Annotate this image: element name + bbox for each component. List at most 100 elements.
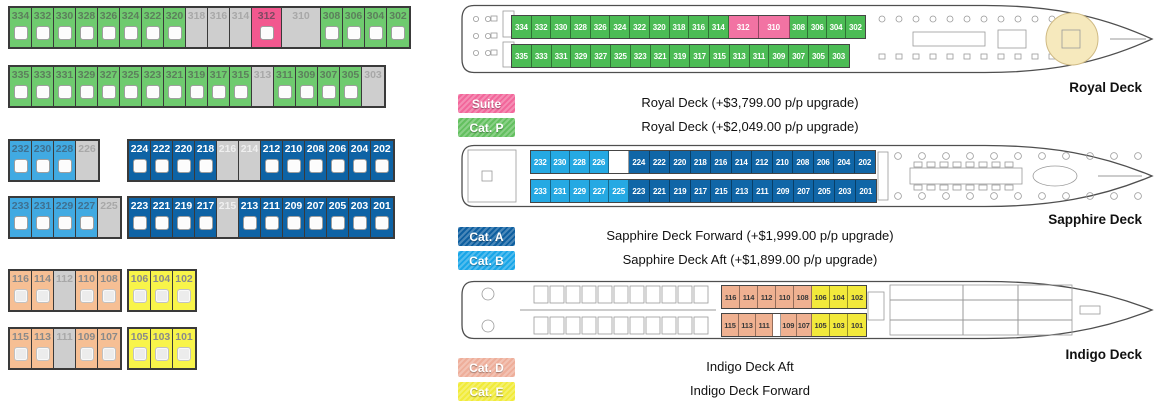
cabin-checkbox-328[interactable] — [79, 26, 94, 40]
cabin-checkbox-324[interactable] — [123, 26, 138, 40]
cabin-checkbox-219[interactable] — [176, 216, 191, 230]
cabin-cell-109[interactable]: 109 — [76, 329, 98, 368]
cabin-checkbox-227[interactable] — [79, 216, 94, 230]
cabin-cell-213[interactable]: 213 — [239, 198, 261, 237]
cabin-cell-325[interactable]: 325 — [120, 67, 142, 106]
cabin-checkbox-320[interactable] — [167, 26, 182, 40]
cabin-cell-217[interactable]: 217 — [195, 198, 217, 237]
cabin-checkbox-106[interactable] — [132, 289, 147, 303]
cabin-cell-210[interactable]: 210 — [283, 141, 305, 180]
cabin-cell-110[interactable]: 110 — [76, 271, 98, 310]
cabin-checkbox-332[interactable] — [35, 26, 50, 40]
cabin-cell-331[interactable]: 331 — [54, 67, 76, 106]
cabin-checkbox-210[interactable] — [286, 159, 301, 173]
cabin-cell-211[interactable]: 211 — [261, 198, 283, 237]
cabin-cell-209[interactable]: 209 — [283, 198, 305, 237]
cabin-cell-332[interactable]: 332 — [32, 8, 54, 47]
cabin-checkbox-305[interactable] — [343, 85, 358, 99]
cabin-checkbox-330[interactable] — [57, 26, 72, 40]
cabin-cell-113[interactable]: 113 — [32, 329, 54, 368]
cabin-cell-232[interactable]: 232 — [10, 141, 32, 180]
cabin-checkbox-205[interactable] — [330, 216, 345, 230]
cabin-checkbox-114[interactable] — [35, 289, 50, 303]
cabin-cell-203[interactable]: 203 — [349, 198, 371, 237]
cabin-checkbox-113[interactable] — [35, 347, 50, 361]
cabin-cell-220[interactable]: 220 — [173, 141, 195, 180]
cabin-cell-309[interactable]: 309 — [296, 67, 318, 106]
cabin-cell-223[interactable]: 223 — [129, 198, 151, 237]
cabin-cell-233[interactable]: 233 — [10, 198, 32, 237]
cabin-cell-319[interactable]: 319 — [186, 67, 208, 106]
cabin-checkbox-105[interactable] — [132, 347, 147, 361]
cabin-cell-227[interactable]: 227 — [76, 198, 98, 237]
cabin-cell-327[interactable]: 327 — [98, 67, 120, 106]
cabin-checkbox-232[interactable] — [13, 159, 28, 173]
cabin-checkbox-333[interactable] — [35, 85, 50, 99]
cabin-checkbox-317[interactable] — [211, 85, 226, 99]
cabin-cell-311[interactable]: 311 — [274, 67, 296, 106]
cabin-cell-306[interactable]: 306 — [343, 8, 365, 47]
cabin-checkbox-331[interactable] — [57, 85, 72, 99]
cabin-cell-114[interactable]: 114 — [32, 271, 54, 310]
cabin-cell-107[interactable]: 107 — [98, 329, 120, 368]
cabin-cell-101[interactable]: 101 — [173, 329, 195, 368]
cabin-checkbox-302[interactable] — [391, 26, 405, 40]
cabin-checkbox-107[interactable] — [102, 347, 116, 361]
cabin-cell-315[interactable]: 315 — [230, 67, 252, 106]
cabin-checkbox-321[interactable] — [167, 85, 182, 99]
cabin-checkbox-116[interactable] — [13, 289, 28, 303]
cabin-cell-228[interactable]: 228 — [54, 141, 76, 180]
cabin-cell-330[interactable]: 330 — [54, 8, 76, 47]
cabin-cell-115[interactable]: 115 — [10, 329, 32, 368]
cabin-checkbox-323[interactable] — [145, 85, 160, 99]
cabin-checkbox-315[interactable] — [233, 85, 248, 99]
cabin-cell-205[interactable]: 205 — [327, 198, 349, 237]
cabin-checkbox-230[interactable] — [35, 159, 50, 173]
cabin-checkbox-224[interactable] — [132, 159, 147, 173]
cabin-cell-212[interactable]: 212 — [261, 141, 283, 180]
cabin-checkbox-220[interactable] — [176, 159, 191, 173]
cabin-checkbox-223[interactable] — [132, 216, 147, 230]
cabin-checkbox-201[interactable] — [375, 216, 389, 230]
cabin-cell-105[interactable]: 105 — [129, 329, 151, 368]
cabin-checkbox-306[interactable] — [346, 26, 361, 40]
cabin-cell-201[interactable]: 201 — [371, 198, 393, 237]
cabin-cell-321[interactable]: 321 — [164, 67, 186, 106]
cabin-checkbox-322[interactable] — [145, 26, 160, 40]
cabin-cell-208[interactable]: 208 — [305, 141, 327, 180]
cabin-cell-222[interactable]: 222 — [151, 141, 173, 180]
cabin-checkbox-231[interactable] — [35, 216, 50, 230]
cabin-checkbox-334[interactable] — [13, 26, 28, 40]
cabin-checkbox-335[interactable] — [13, 85, 28, 99]
cabin-checkbox-110[interactable] — [79, 289, 94, 303]
cabin-cell-230[interactable]: 230 — [32, 141, 54, 180]
cabin-cell-104[interactable]: 104 — [151, 271, 173, 310]
cabin-checkbox-204[interactable] — [352, 159, 367, 173]
cabin-cell-106[interactable]: 106 — [129, 271, 151, 310]
cabin-checkbox-109[interactable] — [79, 347, 94, 361]
cabin-checkbox-213[interactable] — [242, 216, 257, 230]
cabin-cell-202[interactable]: 202 — [371, 141, 393, 180]
cabin-checkbox-233[interactable] — [13, 216, 28, 230]
cabin-cell-116[interactable]: 116 — [10, 271, 32, 310]
cabin-checkbox-311[interactable] — [277, 85, 292, 99]
cabin-cell-221[interactable]: 221 — [151, 198, 173, 237]
cabin-cell-307[interactable]: 307 — [318, 67, 340, 106]
cabin-cell-206[interactable]: 206 — [327, 141, 349, 180]
cabin-checkbox-326[interactable] — [101, 26, 116, 40]
cabin-cell-219[interactable]: 219 — [173, 198, 195, 237]
cabin-checkbox-212[interactable] — [264, 159, 279, 173]
cabin-checkbox-208[interactable] — [308, 159, 323, 173]
cabin-cell-328[interactable]: 328 — [76, 8, 98, 47]
cabin-checkbox-304[interactable] — [368, 26, 383, 40]
cabin-checkbox-307[interactable] — [321, 85, 336, 99]
cabin-checkbox-104[interactable] — [154, 289, 169, 303]
cabin-cell-224[interactable]: 224 — [129, 141, 151, 180]
cabin-checkbox-101[interactable] — [177, 347, 191, 361]
cabin-cell-305[interactable]: 305 — [340, 67, 362, 106]
cabin-checkbox-207[interactable] — [308, 216, 323, 230]
cabin-cell-204[interactable]: 204 — [349, 141, 371, 180]
cabin-cell-312[interactable]: 312 — [252, 8, 282, 47]
cabin-checkbox-319[interactable] — [189, 85, 204, 99]
cabin-cell-334[interactable]: 334 — [10, 8, 32, 47]
